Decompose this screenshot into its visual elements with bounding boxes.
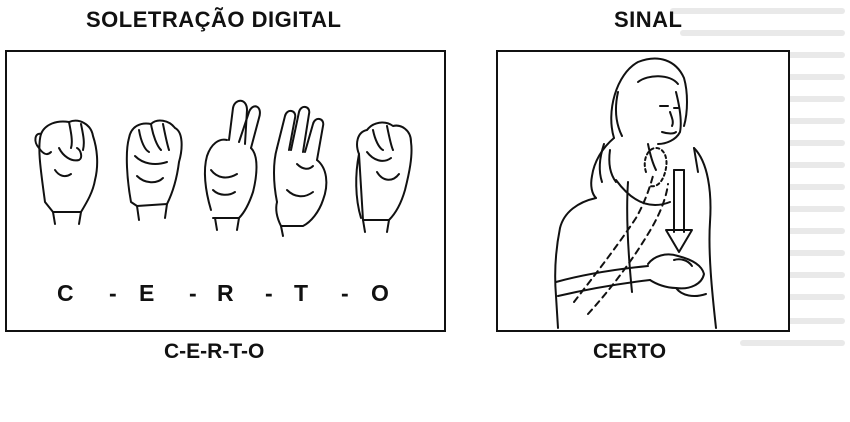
- arm-motion-path: [573, 171, 669, 315]
- woman-signing-illustration: [554, 57, 717, 329]
- hand-r-icon: [203, 99, 261, 231]
- letter-dash: -: [189, 280, 197, 306]
- letter-dash: -: [109, 280, 117, 306]
- sign-caption: CERTO: [593, 340, 667, 363]
- hand-o-icon: [355, 121, 413, 233]
- face-icon: [637, 75, 682, 171]
- sign-panel: [496, 50, 790, 332]
- fingerspelling-letters: C - E - R - T - O: [47, 280, 417, 310]
- hand-c-icon: [34, 119, 99, 225]
- hand-end-icon: [555, 253, 707, 297]
- hand-t-icon: [273, 106, 328, 237]
- letter-r: R: [217, 280, 234, 306]
- letter-dash: -: [265, 280, 273, 306]
- sign-heading: SINAL: [614, 7, 683, 32]
- hand-e-icon: [125, 119, 183, 221]
- fingerspelling-heading: SOLETRAÇÃO DIGITAL: [86, 7, 342, 32]
- arrow-down-icon: [665, 169, 693, 253]
- fingerspelling-caption: C-E-R-T-O: [164, 340, 265, 363]
- letter-dash: -: [341, 280, 349, 306]
- letter-e: E: [139, 280, 155, 306]
- fingerspelling-hands-illustration: [34, 99, 413, 237]
- fingerspelling-panel: C - E - R - T - O: [5, 50, 446, 332]
- letter-c: C: [57, 280, 74, 306]
- body-icon: [554, 147, 717, 329]
- letter-t: T: [294, 280, 309, 306]
- scan-bleed-through: [440, 0, 850, 360]
- letter-o: O: [371, 280, 389, 306]
- hair-icon: [590, 57, 688, 199]
